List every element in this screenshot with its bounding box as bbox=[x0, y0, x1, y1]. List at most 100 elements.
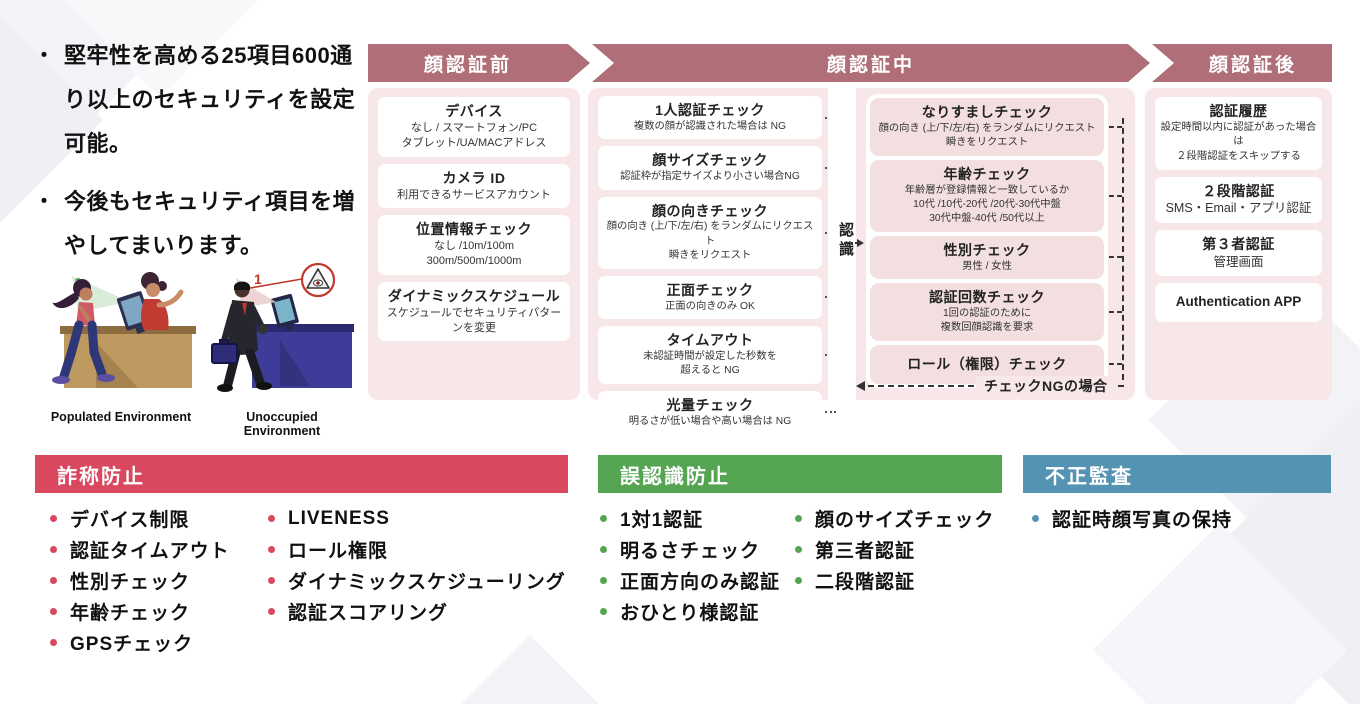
check-box-device: デバイス なし / スマートフォン/PC タブレット/UA/MACアドレス bbox=[378, 97, 570, 157]
list-item: デバイス制限 bbox=[50, 503, 230, 534]
unoccupied-environment-label: Unoccupied Environment bbox=[243, 410, 321, 438]
recognition-arrow-icon bbox=[844, 239, 864, 247]
check-box-third-party: 第３者認証 管理画面 bbox=[1155, 229, 1322, 277]
scan-count-badge: 1 bbox=[254, 271, 262, 287]
check-title: 位置情報チェック bbox=[416, 220, 532, 237]
fraud-audit-list: 認証時顔写真の保持 bbox=[1032, 503, 1232, 534]
list-item: LIVENESS bbox=[268, 503, 566, 534]
check-box-authentication-app: Authentication APP bbox=[1155, 283, 1322, 322]
intro-bullet-1-text: 堅牢性を高める25項目600通り以上のセキュリティを設定可能。 bbox=[64, 43, 356, 156]
check-desc: 男性 / 女性 bbox=[962, 260, 1012, 272]
check-desc: なし / スマートフォン/PC タブレット/UA/MACアドレス bbox=[401, 121, 547, 150]
bullet-dot bbox=[50, 515, 57, 522]
check-desc: 認証枠が指定サイズより小さい場合NG bbox=[620, 171, 800, 183]
check-title: 認証回数チェック bbox=[929, 289, 1045, 306]
check-box-frontal: 正面チェック 正面の向きのみ OK bbox=[598, 275, 836, 319]
check-desc: 1回の認証のために 複数回顔認識を要求 bbox=[940, 308, 1034, 334]
check-desc: なし /10m/100m 300m/500m/1000m bbox=[426, 239, 522, 268]
check-desc: 明るさが低い場合や高い場合は NG bbox=[628, 415, 792, 427]
check-box-age: 年齢チェック 年齢層が登録情報と一致しているか 10代 /10代-20代 /20… bbox=[870, 159, 1122, 232]
post-auth-panel: 認証履歴 設定時間以内に認証があった場合は ２段階認証をスキップする ２段階認証… bbox=[1145, 88, 1332, 400]
bullet-dot bbox=[50, 639, 57, 646]
list-item: 認証タイムアウト bbox=[50, 534, 230, 565]
check-box-gender: 性別チェック 男性 / 女性 bbox=[870, 235, 1122, 280]
list-item: 第三者認証 bbox=[795, 534, 994, 565]
check-title: 1人認証チェック bbox=[655, 102, 765, 118]
check-title: 顔サイズチェック bbox=[652, 152, 768, 169]
bullet-dot bbox=[600, 515, 607, 522]
check-title: 性別チェック bbox=[943, 241, 1031, 258]
check-desc: 年齢層が登録情報と一致しているか 10代 /10代-20代 /20代-30代中盤… bbox=[904, 184, 1070, 225]
populated-scene: 1 bbox=[52, 272, 196, 388]
list-item: 認証時顔写真の保持 bbox=[1032, 503, 1232, 534]
bullet-dot bbox=[50, 546, 57, 553]
check-box-face-direction: 顔の向きチェック 顔の向き (上/下/左/右) をランダムにリクエスト 瞬きをリ… bbox=[598, 196, 836, 269]
list-item: 性別チェック bbox=[50, 565, 230, 596]
bullet-dot bbox=[600, 546, 607, 553]
list-item: 二段階認証 bbox=[795, 565, 994, 596]
bullet-dot bbox=[795, 515, 802, 522]
check-box-camera-id: カメラ ID 利用できるサービスアカウント bbox=[378, 163, 570, 208]
check-title: ２段階認証 bbox=[1202, 182, 1275, 199]
list-item: 正面方向のみ認証 bbox=[600, 565, 780, 596]
unoccupied-environment-illustration: 1 bbox=[208, 258, 356, 438]
populated-environment-illustration: 1 bbox=[34, 258, 208, 424]
check-box-dynamic-schedule: ダイナミックスケジュール スケジュールでセキュリティパターンを変更 bbox=[378, 281, 570, 342]
misidentification-list-col2: 顔のサイズチェック 第三者認証 二段階認証 bbox=[795, 503, 994, 596]
category-bar-misidentification-prevention: 誤認識防止 bbox=[598, 455, 1002, 493]
check-desc: 顔の向き (上/下/左/右) をランダムにリクエスト 瞬きをリクエスト bbox=[878, 122, 1096, 149]
recognition-label: 認識 bbox=[837, 222, 854, 260]
desk-shadow bbox=[280, 340, 310, 386]
fraud-prevention-list-col2: LIVENESS ロール権限 ダイナミックスケジューリング 認証スコアリング bbox=[268, 503, 566, 627]
check-box-location: 位置情報チェック なし /10m/100m 300m/500m/1000m bbox=[378, 214, 570, 275]
check-box-light-level: 光量チェック 明るさが低い場合や高い場合は NG bbox=[598, 390, 836, 434]
check-desc: 未認証時間が設定した秒数を 超えると NG bbox=[643, 350, 777, 377]
desk-top bbox=[248, 324, 354, 332]
stage-banner-pre-auth: 顔認証前 bbox=[368, 44, 590, 82]
intruder bbox=[211, 281, 272, 392]
list-item: 明るさチェック bbox=[600, 534, 780, 565]
check-desc: スケジュールでセキュリティパターンを変更 bbox=[386, 306, 562, 334]
intro-bullet-1: ・ 堅牢性を高める25項目600通り以上のセキュリティを設定可能。 bbox=[34, 34, 364, 166]
intro-bullet-2: ・ 今後もセキュリティ項目を増やしてまいります。 bbox=[34, 180, 364, 268]
check-title: 年齢チェック bbox=[943, 165, 1031, 182]
walking-visitor bbox=[52, 279, 115, 384]
check-title: 第３者認証 bbox=[1202, 235, 1275, 252]
check-title: ロール（権限）チェック bbox=[907, 355, 1067, 372]
bullet-dot bbox=[50, 608, 57, 615]
check-title: Authentication APP bbox=[1175, 294, 1302, 310]
bullet-dot bbox=[268, 577, 275, 584]
bullet-dot bbox=[600, 577, 607, 584]
bullet-dot bbox=[268, 546, 275, 553]
bullet-dot bbox=[268, 515, 275, 522]
list-item: 年齢チェック bbox=[50, 596, 230, 627]
during-auth-panel: 1人認証チェック 複数の顔が認識された場合は NG 顔サイズチェック 認証枠が指… bbox=[588, 88, 1135, 434]
bullet-dot bbox=[795, 546, 802, 553]
check-title: 光量チェック bbox=[666, 396, 754, 413]
receptionist bbox=[141, 272, 184, 330]
check-desc: 利用できるサービスアカウント bbox=[397, 188, 551, 201]
briefcase bbox=[211, 343, 238, 364]
bullet-dot: ・ bbox=[34, 191, 54, 213]
check-box-auth-count: 認証回数チェック 1回の認証のために 複数回顔認識を要求 bbox=[870, 283, 1122, 341]
list-item: 認証スコアリング bbox=[268, 596, 566, 627]
check-title: デバイス bbox=[445, 103, 503, 119]
check-desc: 管理画面 bbox=[1213, 254, 1264, 269]
reception-monitor bbox=[270, 293, 299, 331]
unoccupied-scene: 1 bbox=[211, 262, 354, 392]
intro-bullets: ・ 堅牢性を高める25項目600通り以上のセキュリティを設定可能。 ・ 今後もセ… bbox=[34, 34, 364, 282]
bullet-dot bbox=[600, 608, 607, 615]
check-title: ダイナミックスケジュール bbox=[387, 287, 561, 304]
intro-bullet-2-text: 今後もセキュリティ項目を増やしてまいります。 bbox=[64, 189, 356, 258]
during-right-checks: なりすましチェック 顔の向き (上/下/左/右) をランダムにリクエスト 瞬きを… bbox=[866, 94, 1122, 388]
check-desc: SMS・Email・アプリ認証 bbox=[1165, 201, 1312, 216]
check-title: 正面チェック bbox=[666, 281, 754, 298]
list-item: おひとり様認証 bbox=[600, 596, 780, 627]
check-desc: 複数の顔が認識された場合は NG bbox=[633, 120, 787, 132]
check-title: タイムアウト bbox=[666, 332, 754, 348]
bg-facet bbox=[445, 635, 615, 704]
category-bar-fraud-prevention: 詐称防止 bbox=[35, 455, 568, 493]
check-desc: 顔の向き (上/下/左/右) をランダムにリクエスト 瞬きをリクエスト bbox=[606, 221, 814, 262]
populated-environment-label: Populated Environment bbox=[50, 410, 192, 424]
